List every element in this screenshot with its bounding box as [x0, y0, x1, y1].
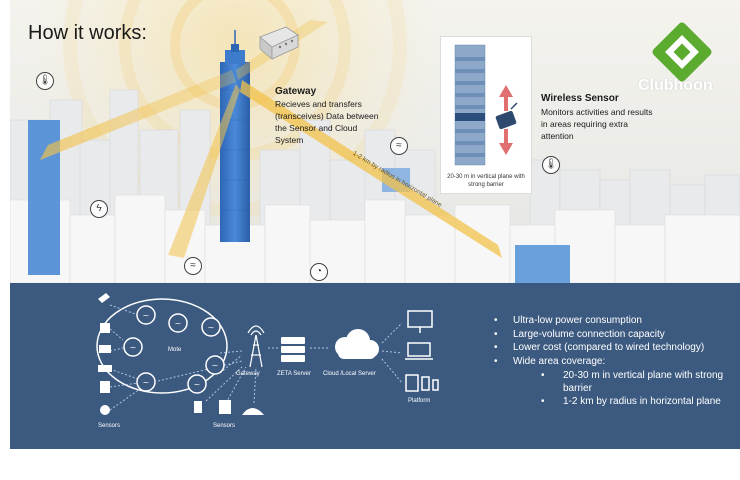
meter-icon: [99, 345, 111, 353]
mote-nodes: [123, 305, 225, 394]
thermometer-icon: 🌡: [542, 156, 560, 174]
lightning-icon: ϟ: [90, 200, 108, 218]
sensor-range-arrows: [499, 85, 513, 155]
sensor-card-caption: 20-30 m in vertical plane with strong ba…: [447, 174, 525, 188]
feature-item: Large-volume connection capacity: [488, 328, 733, 341]
gateway-tower-icon: [247, 325, 265, 368]
coverage-item: 1-2 km by radius in horizontal plane: [513, 395, 733, 408]
monitor-icon: [407, 310, 433, 328]
gateway-title: Gateway: [275, 86, 317, 97]
feature-item-label: Wide area coverage:: [513, 355, 606, 367]
platform-devices: [405, 310, 439, 392]
phone-icon: [421, 376, 430, 391]
cloud-server-label: Cloud /Local Server: [323, 371, 376, 377]
tablet-icon: [405, 374, 419, 392]
sensor-icons-left: [98, 293, 112, 415]
gas-pump-icon: [194, 401, 202, 413]
network-panel: ~ ~ ~ ~ ~ ~ ~: [10, 283, 740, 449]
gateway-label: Gateway: [236, 371, 260, 377]
feature-item: Lower cost (compared to wired technology…: [488, 341, 733, 354]
mote-ring: [96, 298, 228, 394]
network-diagram: ~ ~ ~ ~ ~ ~ ~: [96, 293, 439, 415]
zeta-server-icon: [281, 337, 305, 362]
svg-text:~: ~: [212, 361, 219, 370]
coverage-sublist: 20-30 m in vertical plane with strong ba…: [513, 369, 733, 409]
clubhoon-logo: [652, 22, 712, 82]
water-drop-icon: [242, 408, 264, 415]
laptop-icon: [407, 342, 431, 357]
sensors-left-label: Sensors: [98, 423, 121, 429]
water-wave-icon: ≈: [390, 137, 408, 155]
house-icon: [100, 323, 110, 333]
sensor-icons-bottom: [194, 400, 264, 415]
gauge-icon: ◔: [310, 263, 328, 281]
network-links: [109, 304, 403, 411]
sensors-bottom-label: Sensors: [213, 423, 236, 429]
water-wave-icon: ≈: [184, 257, 202, 275]
zeta-server-label: ZETA Server: [277, 371, 311, 377]
gateway-device-icon: [259, 26, 299, 60]
svg-text:~: ~: [175, 319, 182, 328]
phone-icon: [432, 379, 439, 391]
wireless-sensor-description: Monitors activities and results in areas…: [541, 107, 653, 141]
gateway-description: Recieves and transfers (transceives) Dat…: [275, 99, 379, 145]
factory-icon: [219, 400, 231, 414]
svg-text:~: ~: [194, 380, 201, 389]
parking-icon: [100, 405, 110, 415]
feature-item: Ultra-low power consumption: [488, 314, 733, 327]
svg-text:~: ~: [143, 311, 150, 320]
feature-item-coverage: Wide area coverage: 20-30 m in vertical …: [488, 355, 733, 409]
page-title: How it works:: [28, 22, 147, 44]
cloud-icon: [335, 329, 379, 359]
svg-text:~: ~: [208, 323, 215, 332]
sensor-device-icon: [495, 102, 518, 130]
logo-text: Clubhoon: [638, 77, 713, 94]
wireless-sensor-title: Wireless Sensor: [541, 93, 619, 104]
wireless-sensor-card: 20-30 m in vertical plane with strong ba…: [440, 36, 532, 194]
sensor-building-illustration: [454, 44, 518, 166]
coverage-item: 20-30 m in vertical plane with strong ba…: [513, 369, 733, 395]
blue-building: [515, 245, 570, 283]
illustration-area: How it works: Gateway Recieves and trans…: [10, 0, 740, 283]
building-icon: [100, 381, 110, 393]
mote-label: Mote: [168, 347, 182, 353]
feature-list: Ultra-low power consumption Large-volume…: [488, 314, 733, 409]
svg-text:~: ~: [143, 378, 150, 387]
city-scene: [10, 0, 740, 283]
thermometer-icon: 🌡: [36, 72, 54, 90]
svg-text:~: ~: [130, 343, 137, 352]
gauge-icon: [98, 365, 112, 372]
wrench-icon: [98, 293, 110, 303]
platform-label: Platform: [408, 398, 431, 404]
